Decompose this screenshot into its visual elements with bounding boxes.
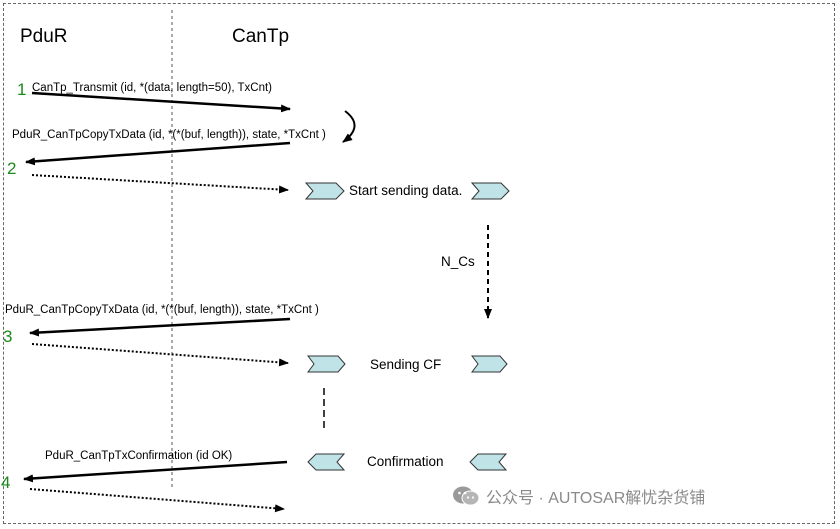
- copy-tx-data-arrow-2: [29, 317, 291, 337]
- watermark: 公众号 · AUTOSAR解忧杂货铺: [452, 484, 705, 508]
- wechat-icon: [453, 486, 480, 506]
- msg-copy-tx-data-2: PduR_CanTpCopyTxData (id, *(*(buf, lengt…: [5, 304, 319, 316]
- state-confirmation: Confirmation: [367, 454, 444, 469]
- step-3: 3: [3, 327, 13, 346]
- transmit-arrow: [31, 91, 291, 113]
- dotted-reply-arrow-3: [29, 488, 285, 513]
- step-4: 4: [1, 473, 11, 492]
- diagram-frame: [3, 3, 835, 524]
- step-2: 2: [7, 159, 17, 178]
- cf-shape-left: [307, 355, 346, 373]
- step-1: 1: [17, 80, 27, 99]
- confirm-shape-left: [307, 453, 346, 471]
- copy-tx-data-arrow-1: [25, 141, 291, 166]
- state-start-sending: Start sending data.: [349, 183, 463, 198]
- msg-confirmation: PduR_CanTpTxConfirmation (id OK): [45, 450, 233, 462]
- state-sending-cf: Sending CF: [370, 357, 442, 372]
- cf-shape-right: [471, 355, 508, 373]
- lane-title-pdur: PduR: [20, 26, 68, 47]
- dotted-reply-arrow-2: [31, 343, 289, 367]
- confirm-shape-right: [469, 453, 508, 471]
- dotted-reply-arrow-1: [31, 174, 289, 194]
- start-shape-left: [304, 182, 345, 200]
- lane-title-cantp: CanTp: [232, 26, 290, 47]
- start-shape-right: [470, 182, 510, 200]
- self-loop-arrow: [342, 110, 356, 143]
- msg-transmit: CanTp_Transmit (id, *(data, length=50), …: [32, 82, 273, 94]
- watermark-text: 公众号 · AUTOSAR解忧杂货铺: [486, 490, 706, 507]
- msg-copy-tx-data-1: PduR_CanTpCopyTxData (id, *(*(buf, lengt…: [12, 129, 326, 141]
- confirmation-arrow: [23, 460, 288, 483]
- state-ncs: N_Cs: [441, 254, 475, 269]
